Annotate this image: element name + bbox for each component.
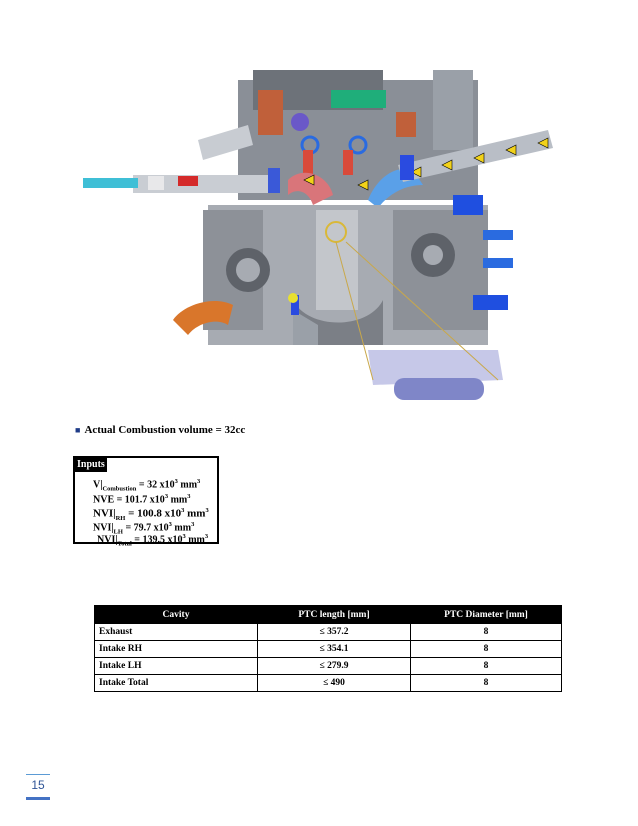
page-number-rule-bottom [26,797,50,800]
cell-length: ≤ 490 [257,674,411,692]
input-nvi-rh: NVI|RH = 100.8 x103 mm3 [93,507,209,522]
combustion-volume-text: Actual Combustion volume = 32cc [84,424,246,436]
oil-pan [394,378,484,400]
table-row: Intake LH ≤ 279.9 8 [94,657,562,675]
cell-length: ≤ 279.9 [257,657,411,675]
inputs-title: Inputs [75,458,107,472]
header-cavity: Cavity [94,605,258,624]
cell-cavity: Intake LH [94,657,258,675]
input-nvi-total: NVI|Total = 139.5 x103 mm3 [97,533,209,548]
table-header-row: Cavity PTC length [mm] PTC Diameter [mm] [94,605,562,624]
intake-runner [398,130,553,182]
cell-length: ≤ 354.1 [257,640,411,658]
input-nvi-lh: NVI|LH = 79.7 x103 mm3 [93,521,195,536]
orange-hose [173,300,233,335]
flow-arrows [303,137,549,191]
cell-diameter: 8 [410,623,562,641]
input-nve: NVE = 101.7 x103 mm3 [93,493,191,506]
input-v-combustion: V|Combustion = 32 x103 mm3 [93,478,201,493]
table-row: Exhaust ≤ 357.2 8 [94,623,562,641]
page-number: 15 [31,778,45,792]
exhaust-port [288,172,333,205]
table-row: Intake RH ≤ 354.1 8 [94,640,562,658]
green-connector [331,90,386,108]
crankcase [368,350,503,385]
inputs-box: Inputs V|Combustion = 32 x103 mm3 NVE = … [73,456,219,548]
header-ptc-length: PTC length [mm] [257,605,411,624]
combustion-volume-line: ■Actual Combustion volume = 32cc [75,424,245,436]
header-ptc-diameter: PTC Diameter [mm] [410,605,562,624]
cell-cavity: Intake RH [94,640,258,658]
bullet-square-icon: ■ [75,425,81,435]
cell-cavity: Exhaust [94,623,258,641]
cyan-injector-tip [83,178,138,188]
table-row: Intake Total ≤ 490 8 [94,674,562,692]
injector-body [133,175,268,193]
cell-cavity: Intake Total [94,674,258,692]
ptc-table: Cavity PTC length [mm] PTC Diameter [mm]… [94,605,562,692]
cell-diameter: 8 [410,640,562,658]
page-number-rule-top [26,774,50,775]
cell-diameter: 8 [410,674,562,692]
engine-cross-section [78,70,558,415]
cell-diameter: 8 [410,657,562,675]
cell-length: ≤ 357.2 [257,623,411,641]
orange-part [258,90,283,135]
